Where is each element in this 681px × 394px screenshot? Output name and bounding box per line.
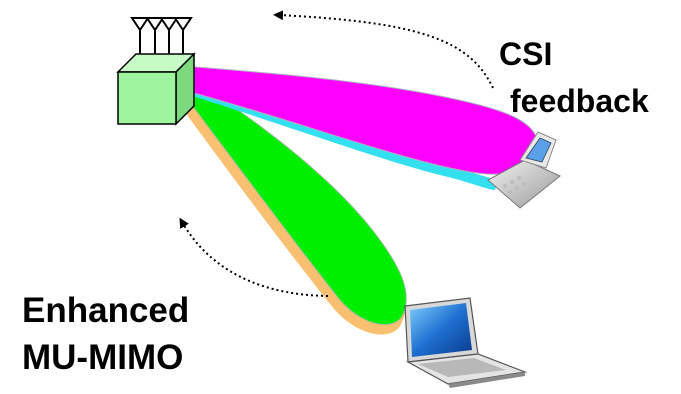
beam-laptop (176, 81, 407, 335)
csi-feedback-label-line1: CSI (499, 36, 553, 72)
laptop-icon (404, 297, 528, 388)
base-station-icon (116, 17, 196, 126)
mu-mimo-arrow (179, 217, 329, 297)
mobile-phone-icon (487, 131, 561, 209)
enhanced-mu-mimo-label-line1: Enhanced (22, 291, 190, 330)
beam-phone (178, 65, 539, 190)
csi-feedback-label-line2: feedback (510, 83, 649, 119)
enhanced-mu-mimo-label-line2: MU-MIMO (22, 338, 184, 377)
